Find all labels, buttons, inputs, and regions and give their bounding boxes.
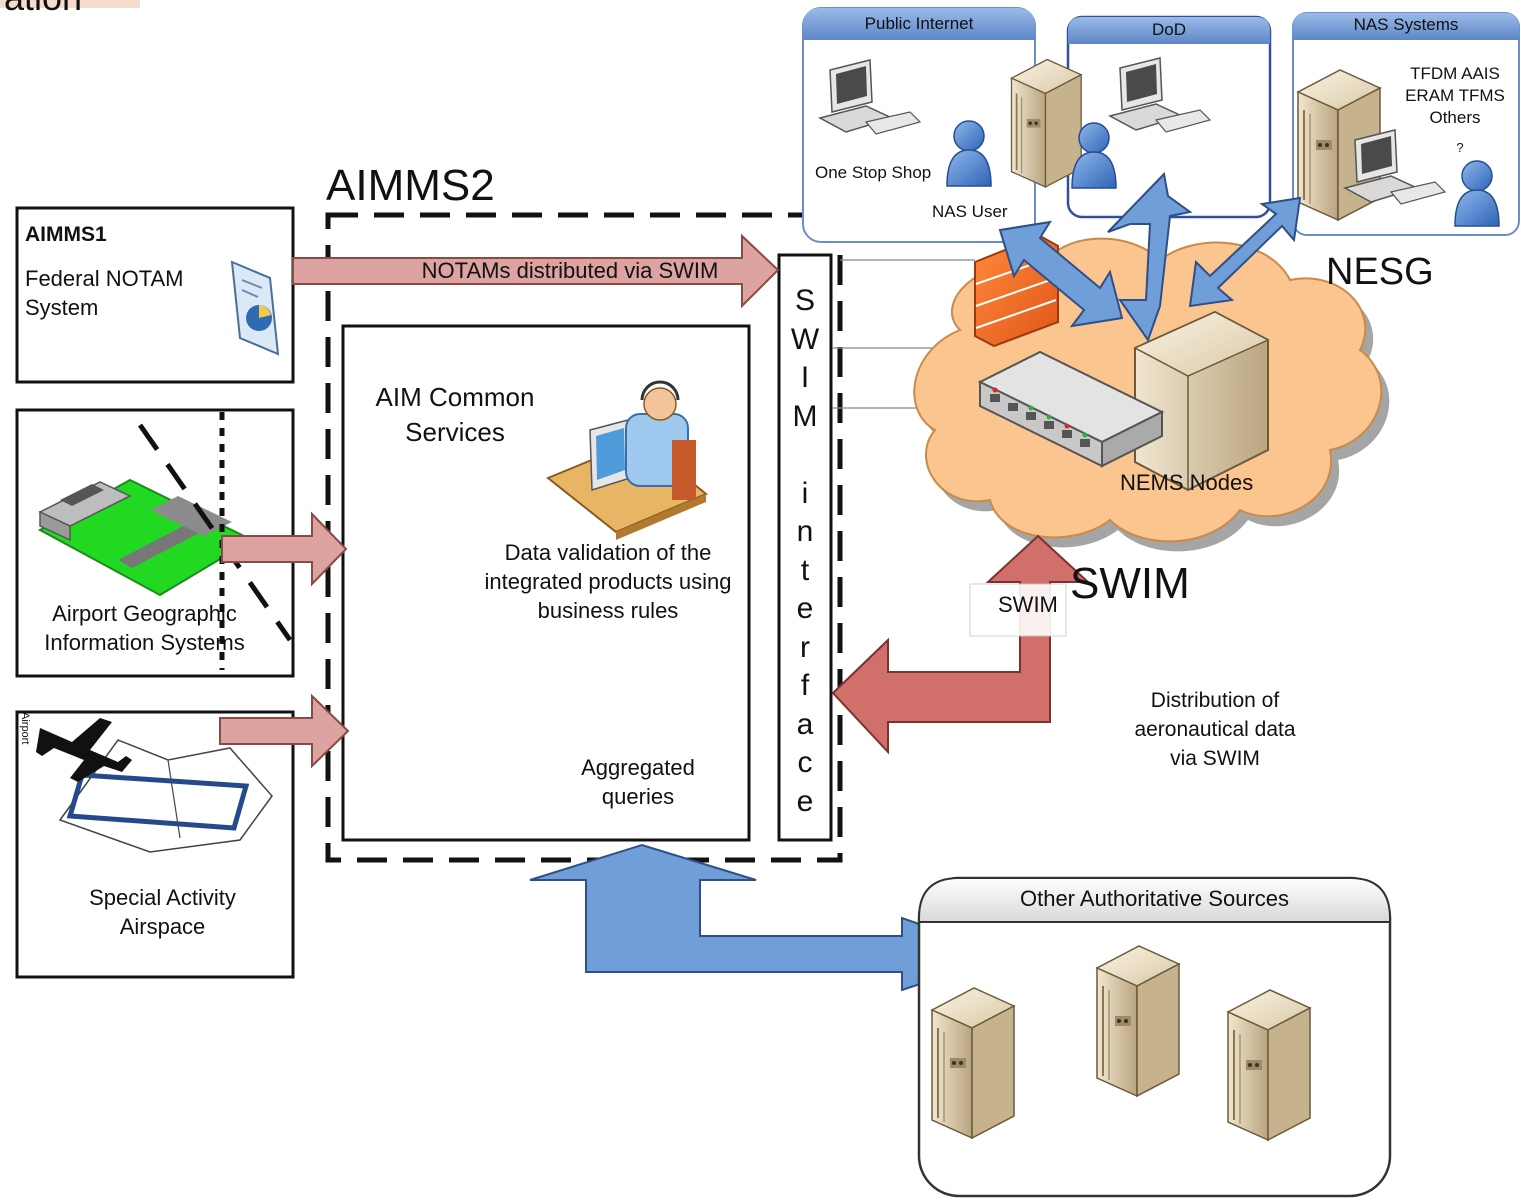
nas-systems-header-label: NAS Systems xyxy=(1353,15,1459,34)
nas-systems-line2: ERAM TFMS xyxy=(1405,86,1505,105)
aimms1-title: AIMMS1 xyxy=(25,223,107,246)
authoritative-sources-arrow xyxy=(529,843,1012,992)
distribution-line1: Distribution of xyxy=(1150,689,1280,712)
validation-text-line2: integrated products using xyxy=(484,569,732,594)
swim-letter: f xyxy=(800,669,810,702)
queries-text-line1: Aggregated xyxy=(581,755,695,780)
nas-systems-line1: TFDM AAIS xyxy=(1410,64,1500,83)
server-icon xyxy=(1227,989,1311,1141)
queries-text-line2: queries xyxy=(601,784,675,809)
server-icon xyxy=(1010,58,1083,188)
swim-letter: e xyxy=(796,784,814,818)
operator-icon xyxy=(546,380,708,540)
aim-common-title-line1: AIM Common xyxy=(375,382,535,412)
swim-letter: r xyxy=(800,630,810,664)
other-sources-header-label: Other Authoritative Sources xyxy=(1019,886,1290,911)
airport-gis-label-line2: Information Systems xyxy=(44,630,245,655)
nems-nodes-label: NEMS Nodes xyxy=(1120,470,1254,495)
validation-text-line1: Data validation of the xyxy=(504,540,712,565)
other-sources-header xyxy=(918,877,1391,923)
aimms1-subtitle-line1: Federal NOTAM xyxy=(25,266,184,291)
swim-letter xyxy=(785,436,825,475)
swim-letter: I xyxy=(800,361,810,394)
top-fragment-text: ation xyxy=(4,0,82,19)
nems-server-icon xyxy=(1133,310,1270,492)
gis-arrow xyxy=(221,511,348,587)
aimms2-title: AIMMS2 xyxy=(326,161,495,210)
swim-interface-box xyxy=(777,253,833,842)
nas-systems-question: ? xyxy=(1456,140,1464,155)
airport-map-icon xyxy=(37,412,293,670)
swim-letter: a xyxy=(796,707,814,741)
airspace-icon xyxy=(36,718,273,853)
one-stop-shop-label: One Stop Shop xyxy=(815,163,932,182)
aim-common-title-line2: Services xyxy=(405,417,505,447)
swim-letter: t xyxy=(800,553,810,587)
swim-letter: S xyxy=(794,284,815,317)
special-activity-label-line2: Airspace xyxy=(119,914,206,939)
nas-systems-header xyxy=(1293,13,1519,40)
nas-link-arrows xyxy=(998,171,1302,343)
server-icon xyxy=(931,987,1015,1139)
swim-interface-label: S W I M i n t e r f a c e xyxy=(785,282,825,821)
nesg-label: NESG xyxy=(1326,251,1434,293)
swim-letter: e xyxy=(796,592,814,625)
dod-header-label: DoD xyxy=(1151,20,1186,39)
nas-systems-line3: Others xyxy=(1429,108,1481,127)
swim-letter: W xyxy=(790,322,820,356)
swim-letter: M xyxy=(792,399,818,433)
airspace-arrow xyxy=(219,693,350,769)
aimms1-subtitle-line2: System xyxy=(25,295,99,320)
swim-letter: i xyxy=(801,476,809,510)
swim-cloud-label: SWIM xyxy=(1070,559,1190,608)
swim-distribution-arrow xyxy=(831,534,1091,755)
top-fragment-highlight xyxy=(0,0,140,8)
dod-header xyxy=(1068,17,1270,44)
public-internet-header-label: Public Internet xyxy=(864,14,974,33)
server-icon xyxy=(1096,945,1180,1097)
special-activity-box xyxy=(15,710,295,979)
network-switch-icon xyxy=(977,350,1165,468)
notam-arrow xyxy=(292,233,780,309)
swim-arrow-label: SWIM xyxy=(998,592,1058,617)
swim-arrow-label-bg xyxy=(969,583,1067,637)
swim-letter: n xyxy=(796,515,814,548)
airport-gis-label-line1: Airport Geographic xyxy=(52,601,237,626)
public-internet-header xyxy=(803,8,1035,40)
special-activity-label-line1: Special Activity xyxy=(89,885,236,910)
distribution-line2: aeronautical data xyxy=(1134,718,1296,741)
validation-text-line3: business rules xyxy=(537,598,679,623)
aim-common-services-box xyxy=(341,324,751,842)
swim-letter: c xyxy=(797,746,813,779)
nas-user-label: NAS User xyxy=(932,202,1008,221)
document-icon xyxy=(230,260,280,356)
notam-arrow-label: NOTAMs distributed via SWIM xyxy=(421,258,719,283)
distribution-line3: via SWIM xyxy=(1170,747,1260,770)
airspace-tiny-label: Airport xyxy=(19,712,32,745)
